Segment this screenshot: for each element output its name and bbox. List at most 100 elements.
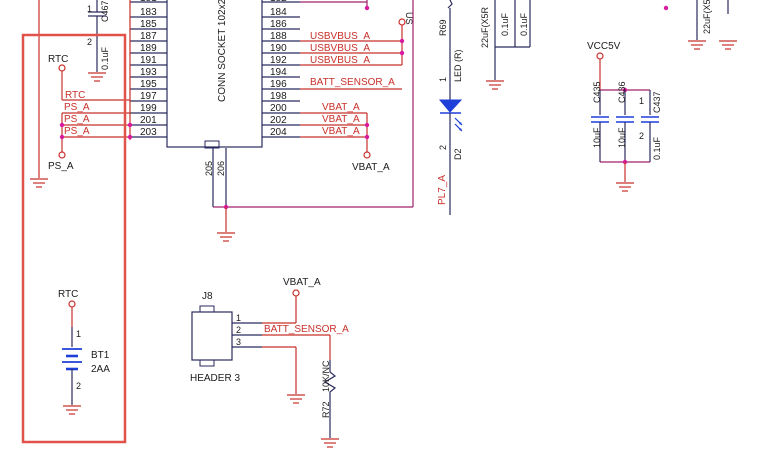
pin-row-191: 191: [130, 55, 167, 66]
svg-text:195: 195: [140, 79, 157, 90]
resistor-r69: R69: [438, 0, 453, 100]
pin-row-190: 190: [262, 43, 300, 54]
c437-value: 0.1uF: [652, 136, 662, 160]
usbvbus-label-3: USBVBUS_A: [310, 55, 370, 66]
capacitor-c467: 1 2 C467 0.1uF: [87, 0, 110, 82]
c437-pin2: 2: [639, 131, 644, 141]
d2-value: LED (R): [453, 49, 463, 82]
bt1-value: 2AA: [91, 364, 110, 375]
pin-row-189: 189: [130, 43, 167, 54]
connector-name: CONN SOCKET 102x2: [217, 0, 228, 102]
c437-ref: C437: [652, 91, 662, 113]
j8-value: HEADER 3: [190, 373, 240, 384]
pin-row-195: 195: [130, 79, 167, 90]
pin-row-200: 200: [262, 103, 300, 114]
d2-pin2: 2: [438, 145, 448, 150]
c435-value: 10uF: [592, 127, 602, 148]
pin-205: 205: [204, 161, 214, 176]
c467-pin1: 1: [87, 4, 92, 14]
ground-symbol-left: [30, 0, 48, 188]
svg-text:190: 190: [270, 43, 287, 54]
d2-ref: D2: [453, 148, 463, 160]
j8-pin1: 1: [236, 313, 241, 323]
bt1-ref: BT1: [91, 350, 110, 361]
pin-row-193: 193: [130, 67, 167, 78]
d2-pin1: 1: [438, 77, 448, 82]
vbat-label-1: VBAT_A: [322, 102, 360, 113]
ps-a-wire-label-3: PS_A: [64, 126, 90, 137]
pin-row-187: 187: [130, 31, 167, 42]
pin-206: 206: [216, 161, 226, 176]
usbvbus-label-2: USBVBUS_A: [310, 43, 370, 54]
vcc5v-label: VCC5V: [587, 41, 621, 52]
svg-text:181: 181: [140, 0, 157, 4]
ps-a-wire-label-2: PS_A: [64, 114, 90, 125]
svg-text:183: 183: [140, 7, 157, 18]
c467-value: 0.1uF: [100, 46, 110, 70]
vbat-j8-net-label: VBAT_A: [283, 277, 321, 288]
svg-text:188: 188: [270, 31, 287, 42]
pin-row-202: 202: [262, 115, 300, 126]
capacitors-top: 22uF(X5R 0.1uF 0.1uF 22uF(X5: [480, 0, 737, 90]
vbat-label-3: VBAT_A: [322, 126, 360, 137]
svg-text:194: 194: [270, 67, 287, 78]
svg-text:187: 187: [140, 31, 157, 42]
highlight-box: [21, 33, 127, 444]
svg-text:202: 202: [270, 115, 287, 126]
pin-row-197: 197: [130, 91, 167, 102]
cap-top-1-value: 22uF(X5R: [480, 6, 490, 48]
r69-ref: R69: [438, 19, 448, 36]
pin-row-201: 201: [130, 115, 167, 126]
c467-ref: C467: [100, 0, 110, 22]
pin-row-192: 192: [262, 55, 300, 66]
pin-row-188: 188: [262, 31, 300, 42]
pin-row-181: 181: [130, 0, 167, 4]
bt1-pin1: 1: [76, 329, 81, 339]
pin-row-203: 203: [130, 127, 167, 138]
pin-row-182: 182: [262, 0, 300, 4]
svg-text:184: 184: [270, 7, 287, 18]
j8-pin2: 2: [236, 325, 241, 335]
svg-text:196: 196: [270, 79, 287, 90]
rtc-net-label: RTC: [48, 54, 68, 65]
svg-text:193: 193: [140, 67, 157, 78]
pin-row-199: 199: [130, 103, 167, 114]
pl7-a-label: PL7_A: [437, 175, 448, 205]
header-j8: J8 1 2 3 HEADER 3 VBAT_A BATT_SENSOR_A: [190, 277, 349, 404]
j8-ref: J8: [202, 291, 213, 302]
ground-symbol-c467: [88, 72, 106, 82]
rtc-battery-label: RTC: [58, 289, 78, 300]
connector-right-pins: 182 184 186 188 190 192 194 196 198 200 …: [262, 0, 300, 138]
c437-pin1: 1: [639, 96, 644, 106]
r72-value: 10K/NC: [321, 360, 331, 392]
left-nets: RTC PS_A RTC PS_A PS_A PS_A: [48, 0, 133, 172]
svg-text:199: 199: [140, 103, 157, 114]
batt-sensor-label: BATT_SENSOR_A: [310, 77, 395, 88]
svg-text:201: 201: [140, 115, 157, 126]
svg-text:191: 191: [140, 55, 157, 66]
j8-pin3: 3: [236, 337, 241, 347]
led-d2: 1 LED (R) 2 D2 PL7_A: [437, 49, 463, 215]
ps-a-net-label: PS_A: [48, 161, 74, 172]
svg-text:200: 200: [270, 103, 287, 114]
svg-text:185: 185: [140, 19, 157, 30]
svg-text:186: 186: [270, 19, 287, 30]
pin-row-194: 194: [262, 67, 300, 78]
cap-top-3-value: 0.1uF: [519, 12, 529, 36]
vbat-a-net-label: VBAT_A: [352, 162, 390, 173]
vbat-label-2: VBAT_A: [322, 114, 360, 125]
vcc5v-decoupling: VCC5V C435 C436 C437 1 2 10uF 10uF 0.1uF: [587, 41, 662, 192]
c436-value: 10uF: [617, 127, 627, 148]
c467-pin2: 2: [87, 37, 92, 47]
pin-row-185: 185: [130, 19, 167, 30]
rtc-wire-label: RTC: [65, 90, 85, 101]
pin-row-204: 204: [262, 127, 300, 138]
batt-sensor-j8-label: BATT_SENSOR_A: [264, 324, 349, 335]
connector-socket: CONN SOCKET 102x2 205 206: [166, 0, 263, 207]
pin-row-198: 198: [262, 91, 300, 102]
right-nets: US USBVBUS_A USBVBUS_A USBVBUS_A BATT_SE…: [300, 0, 414, 173]
pin-row-196: 196: [262, 79, 300, 90]
svg-text:182: 182: [270, 0, 287, 4]
usb-partial-label: US: [404, 12, 414, 25]
